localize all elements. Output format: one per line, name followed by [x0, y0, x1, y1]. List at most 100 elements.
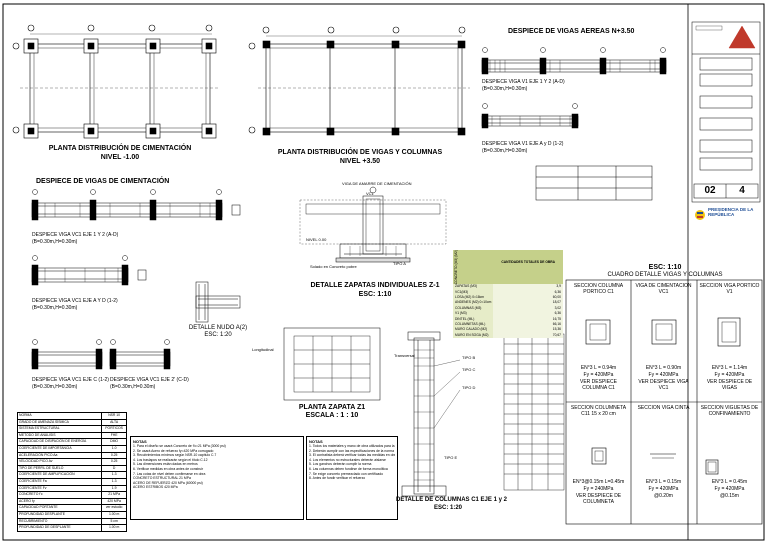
- parameter-name: RECUBRIMIENTO: [16, 517, 103, 526]
- quantity-value: 3,02: [493, 305, 563, 312]
- note-line: 2. Deberán cumplir con las especificacio…: [309, 448, 395, 453]
- parameter-name: ACELERACIÓN PICO Aa: [16, 451, 103, 460]
- fb-caption-1: DESPIECE VIGA VC1 EJE 1 Y 2 (A-D): [32, 232, 119, 238]
- schedule-cell-fy: Fy = 420MPa: [714, 486, 745, 492]
- knot-detail-scale: ESC: 1:20: [204, 332, 232, 338]
- schedule-cell-reference: @0.20m: [654, 493, 673, 499]
- quantity-value: 15,36: [493, 327, 563, 333]
- label-vc1: VC1: [366, 191, 374, 196]
- foundation-plan: [12, 24, 220, 139]
- parameter-name: COEFICIENTE Fv: [16, 484, 103, 493]
- label-lean-concrete: Solado en Concreto pobre: [310, 264, 357, 269]
- parameter-value: 1.00 m: [101, 524, 127, 532]
- parameter-value: 1.00 m: [101, 510, 127, 519]
- presidency-logo-text: PRESIDENCIA DE LA REPÚBLICA: [708, 207, 754, 218]
- knot-detail-title: DETALLE NUDO A(2): [188, 325, 248, 331]
- schedule-cell-fy: Fy = 420MPa: [714, 372, 745, 378]
- parameter-name: COEFICIENTE Fa: [16, 477, 103, 486]
- label-longitudinal: Longitudinal: [252, 347, 274, 352]
- schedule-cell-fy: Fy = 240MPa: [583, 486, 614, 492]
- schedule-scale: ESC: 1:10: [648, 264, 682, 271]
- quantity-item: MURO EN SOGA (M2): [453, 332, 494, 339]
- fb-dim-3: (B=0.30m,H=0.30m): [32, 384, 78, 390]
- parameter-value: 0.25: [101, 458, 127, 466]
- schedule-cell-heading: SECCION VIGUETAS DE CONFINAMIENTO: [700, 405, 759, 417]
- parameter-value: ver estudio: [101, 504, 127, 512]
- schedule-cell-heading: SECCION COLUMNA PORTICO C1: [573, 283, 624, 295]
- beams-plan-title: PLANTA DISTRIBUCIÓN DE VIGAS Y COLUMNAS: [277, 149, 443, 156]
- note-line: 6. Las columnas deben fundirse de forma …: [309, 466, 388, 471]
- footing-detail-title: DETALLE ZAPATAS INDIVIDUALES Z-1: [310, 282, 440, 289]
- column-detail-title: DETALLE DE COLUMNAS C1 EJE 1 y 2: [396, 497, 507, 503]
- parameter-value: 0.25: [101, 451, 127, 460]
- quantity-value: 18,07: [493, 300, 563, 306]
- schedule-cell-heading: SECCION VIGA PORTICO V1: [699, 283, 760, 295]
- fb-dim-2: (B=0.30m,H=0.30m): [32, 305, 78, 311]
- quantity-row: COLUMNETAS (ML)66,16: [453, 321, 563, 328]
- parameter-name: GRADO DE AMENAZA SÍSMICA: [16, 418, 103, 427]
- quantity-item: ANDENES (M2) 0=10cm: [453, 300, 494, 306]
- schedule-cell-spec: EN°3 L = 0.15m: [645, 479, 682, 485]
- notes-list-1: 1. Para el diseño se usará Concreto de f…: [133, 444, 301, 490]
- note-line: 7. Se exige concreto premezclado con cer…: [309, 471, 384, 476]
- footing-plan-drawing: [283, 327, 381, 401]
- beams-plan-level: NIVEL +3.50: [339, 158, 381, 165]
- note-line: 5. Las dimensiones están dadas en metros: [133, 462, 198, 467]
- quantity-item: VC1(M3): [453, 289, 494, 295]
- note-line: 8. Antes de fundir verificar el refuerzo: [309, 476, 366, 481]
- schedule-cell-spec: EN°3 L = 0.94m: [580, 365, 617, 371]
- aerial-caption-1: DESPIECE VIGA V1 EJE 1 Y 2 (A-D): [482, 79, 565, 85]
- aerial-dim-2: (B=0.30m,H=0.30m): [482, 148, 528, 154]
- note-line: 2. Se usará Acero de refuerzo fy=420 MPa…: [133, 448, 214, 453]
- parameter-value: D: [101, 464, 127, 473]
- aerial-dim-1: (B=0.30m,H=0.30m): [482, 86, 528, 92]
- foundation-beams-elevation: [31, 189, 241, 370]
- quantity-item: V1 (M3): [453, 311, 494, 317]
- note-line: ACERO ESTRIBOS 420 MPa: [133, 485, 178, 490]
- notes-box-2: NOTAS 1. Todos los materiales y mano de …: [306, 436, 398, 520]
- parameter-value: 1.3: [101, 471, 127, 479]
- quantity-row: ZAPATAS (M3)3,9: [453, 284, 563, 290]
- column-detail-scale: ESC: 1:20: [433, 505, 462, 511]
- beams-columns-plan: [248, 26, 470, 136]
- label-type-e: TIPO E: [444, 455, 458, 460]
- schedule-cell-spec: EN°3@0.15m L=0.45m: [572, 479, 625, 485]
- title-block: [691, 21, 761, 203]
- quantity-item: LOSA (M2) 0=18cm: [453, 294, 494, 301]
- quantity-item: DINTEL (ML): [453, 316, 494, 322]
- quantity-item: COLUMNETAS (ML): [453, 321, 494, 328]
- note-line: 7. Las cotas de nivel deben confirmarse …: [133, 471, 206, 476]
- quantities-side-text: CONCRETO (M3) (M2): [454, 250, 458, 285]
- parameter-name: VELOCIDAD PICO Av: [16, 458, 103, 466]
- parameter-value: 1.0: [101, 444, 127, 453]
- note-line: ACERO DE REFUERZO 420 MPa (60000 psi): [133, 480, 203, 485]
- quantity-value: 16,75: [493, 316, 563, 322]
- footing-plan-title: PLANTA ZAPATA Z1: [298, 404, 366, 411]
- empty-table: [535, 165, 653, 201]
- parameter-name: TIPO DE PERFIL DE SUELO: [16, 464, 103, 473]
- quantity-item: MURO CALADO (M2): [453, 327, 494, 333]
- aerial-caption-2: DESPIECE VIGA V1 EJE A y D (1-2): [482, 141, 564, 147]
- note-line: 5. Los ganchos deberán cumplir la norma: [309, 462, 372, 467]
- note-line: 6. Verificar medidas en obra antes de co…: [133, 466, 204, 471]
- fb-caption-2: DESPIECE VIGA VC1 EJE A Y D (1-2): [32, 298, 118, 304]
- parameter-value: FHE: [101, 431, 127, 440]
- quantity-value: 66,16: [493, 321, 563, 328]
- foundation-plan-level: NIVEL -1.00: [100, 154, 140, 161]
- footing-detail-scale: ESC: 1:10: [358, 291, 392, 298]
- label-type-d: TIPO D: [462, 385, 476, 390]
- quantity-row: V1 (M3)6,36: [453, 311, 563, 317]
